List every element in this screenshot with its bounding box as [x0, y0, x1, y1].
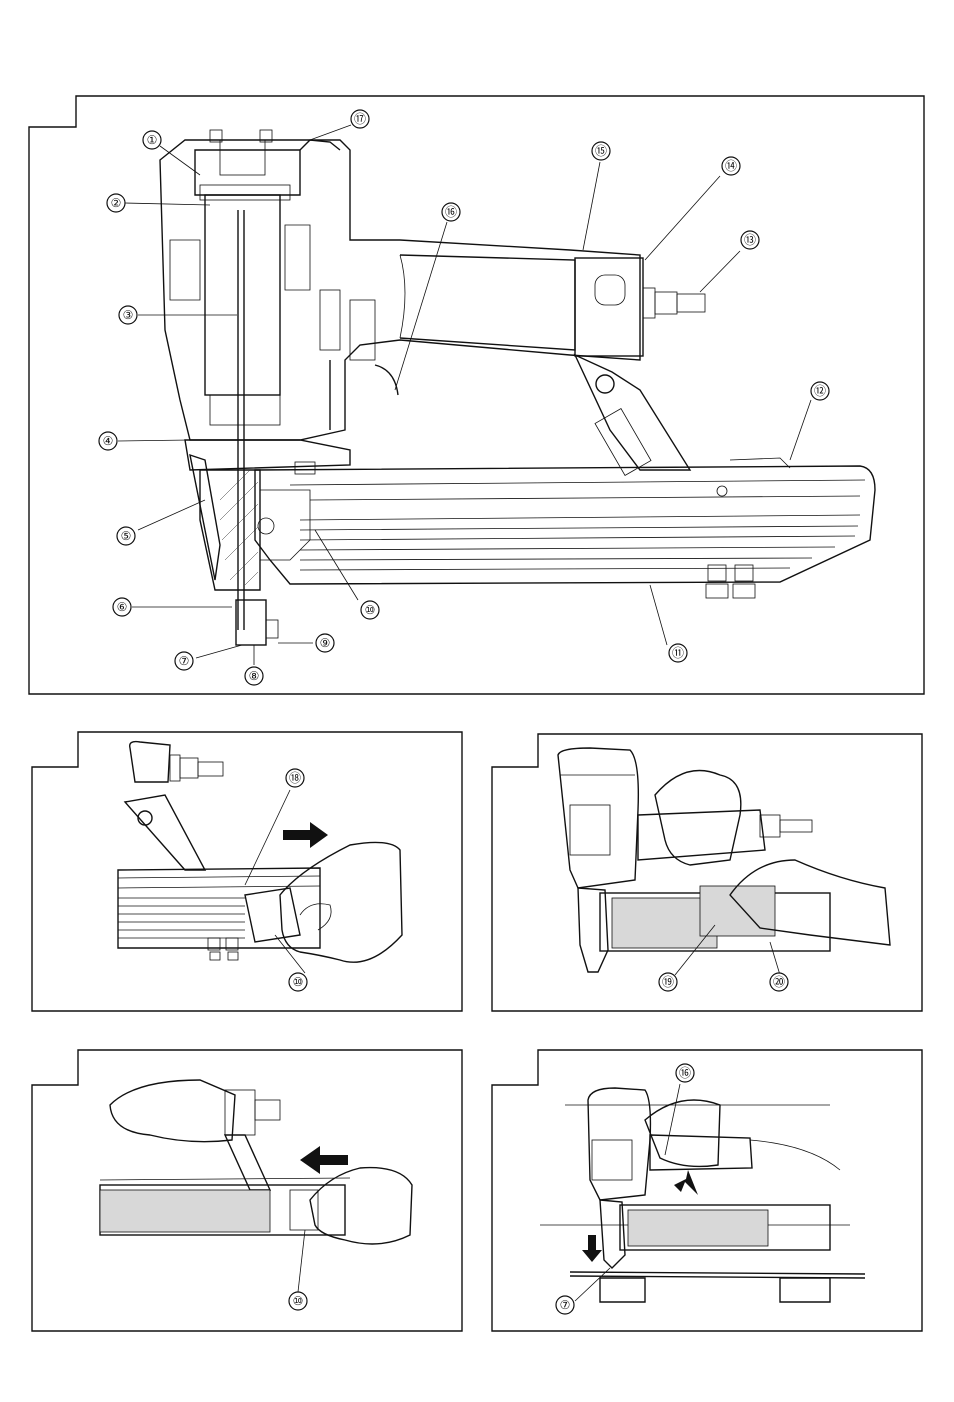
callout-16: ⑯ — [442, 203, 460, 221]
callout-13: ⑬ — [741, 231, 759, 249]
figure-load-staples: ⑲ ⑳ — [480, 720, 954, 1020]
nose-hatch — [220, 470, 258, 585]
callout-14-label: ⑭ — [725, 159, 737, 173]
callout-17: ⑰ — [351, 110, 369, 128]
callout-20: ⑳ — [770, 973, 788, 991]
figure-operate-drawing: ⑯ ⑦ — [480, 1040, 954, 1340]
callout-10: ⑩ — [289, 973, 307, 991]
figure-frame — [32, 732, 462, 1011]
callout-20-label: ⑳ — [773, 975, 785, 989]
magazine-outline — [255, 466, 875, 584]
callout-12-label: ⑫ — [814, 384, 826, 398]
arrow-left-icon — [300, 1146, 348, 1174]
figure-main-drawing: ① ② ③ ④ ⑤ ⑥ ⑦ ⑧ ⑨ ⑩ ⑪ ⑫ ⑬ ⑭ ⑮ ⑯ ⑰ — [0, 0, 954, 720]
callout-1-label: ① — [147, 133, 158, 147]
callout-11: ⑪ — [669, 644, 687, 662]
callout-10: ⑩ — [361, 601, 379, 619]
callout-16-label: ⑯ — [679, 1066, 691, 1080]
callout-7: ⑦ — [556, 1296, 574, 1314]
figure-load-pusher: ⑱ ⑩ — [0, 720, 480, 1020]
figure-load-staples-drawing: ⑲ ⑳ — [480, 720, 954, 1020]
callout-5-label: ⑤ — [121, 529, 132, 543]
magazine-lines — [300, 515, 860, 570]
figure-frame — [492, 1050, 922, 1331]
callout-14: ⑭ — [722, 157, 740, 175]
callout-16-label: ⑯ — [445, 205, 457, 219]
magazine-lines — [118, 898, 245, 938]
figure-load-pusher-drawing: ⑱ ⑩ — [0, 720, 480, 1020]
callout-15-label: ⑮ — [595, 144, 607, 158]
callout-9-label: ⑨ — [320, 636, 331, 650]
callout-13-label: ⑬ — [744, 233, 756, 247]
hand-outline — [280, 842, 402, 962]
callout-7-label: ⑦ — [560, 1298, 571, 1312]
arrow-right-icon — [283, 822, 328, 848]
figure-frame — [492, 734, 922, 1011]
callout-2-label: ② — [111, 196, 122, 210]
callout-2: ② — [107, 194, 125, 212]
callout-3-label: ③ — [123, 308, 134, 322]
callout-6-label: ⑥ — [117, 600, 128, 614]
staple-strip — [628, 1210, 768, 1246]
callout-18: ⑱ — [286, 769, 304, 787]
callout-4: ④ — [99, 432, 117, 450]
callout-5: ⑤ — [117, 527, 135, 545]
callout-11-label: ⑪ — [672, 646, 684, 660]
callout-9: ⑨ — [316, 634, 334, 652]
callout-15: ⑮ — [592, 142, 610, 160]
callout-18-label: ⑱ — [289, 771, 301, 785]
callout-17-label: ⑰ — [354, 112, 366, 126]
callout-10-label: ⑩ — [365, 603, 376, 617]
callout-7-label: ⑦ — [179, 654, 190, 668]
callout-10: ⑩ — [289, 1292, 307, 1310]
figure-frame — [29, 96, 924, 694]
callout-19: ⑲ — [659, 973, 677, 991]
figure-operate: ⑯ ⑦ — [480, 1040, 954, 1340]
callout-3: ③ — [119, 306, 137, 324]
figure-close-pusher: ⑩ — [0, 1040, 480, 1340]
hand-outline — [645, 1100, 720, 1166]
callout-6: ⑥ — [113, 598, 131, 616]
figure-main: ① ② ③ ④ ⑤ ⑥ ⑦ ⑧ ⑨ ⑩ ⑪ ⑫ ⑬ ⑭ ⑮ ⑯ ⑰ — [0, 0, 954, 720]
callout-1: ① — [143, 131, 161, 149]
hand-outline — [310, 1168, 412, 1244]
callout-7: ⑦ — [175, 652, 193, 670]
callout-8-label: ⑧ — [249, 669, 260, 683]
callout-8: ⑧ — [245, 667, 263, 685]
arrow-down-icon — [582, 1235, 602, 1262]
arrow-up-left-icon — [674, 1170, 698, 1195]
callout-12: ⑫ — [811, 382, 829, 400]
callout-4-label: ④ — [103, 434, 114, 448]
callout-16: ⑯ — [676, 1064, 694, 1082]
staple-strip — [100, 1190, 270, 1232]
callout-10-label: ⑩ — [293, 1294, 304, 1308]
hand-outline — [655, 771, 741, 866]
figure-close-pusher-drawing: ⑩ — [0, 1040, 480, 1340]
callout-19-label: ⑲ — [662, 975, 674, 989]
callout-10-label: ⑩ — [293, 975, 304, 989]
hand-outline — [110, 1080, 235, 1142]
